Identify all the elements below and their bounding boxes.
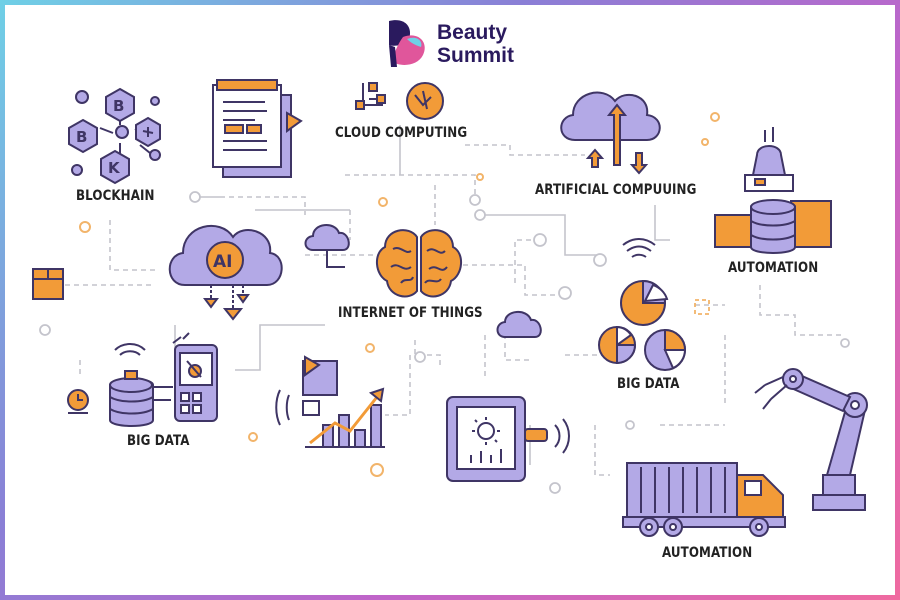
canvas: Beauty Summit .ln{stroke:#c4c4cc;stroke-… bbox=[5, 5, 895, 595]
tablet-device-icon bbox=[446, 396, 570, 482]
label-automation-bottom: AUTOMATION bbox=[662, 545, 753, 561]
warehouse-automation-icon bbox=[714, 127, 832, 254]
alarm-clock-icon bbox=[67, 389, 89, 414]
label-blockchain: BLOCKHAIN bbox=[76, 188, 155, 204]
brand-name: Beauty Summit bbox=[437, 21, 514, 67]
brand-line-1: Beauty bbox=[437, 21, 508, 44]
label-big-data-left: BIG DATA bbox=[127, 433, 190, 449]
ai-cloud-icon: AI bbox=[168, 224, 283, 321]
wifi-signal-icon bbox=[622, 238, 656, 258]
cloud-computing-icon bbox=[355, 82, 444, 120]
package-box-icon bbox=[32, 268, 64, 300]
block-k-text: K bbox=[108, 159, 121, 177]
database-server-icon bbox=[109, 332, 218, 427]
pie-charts-icon bbox=[598, 279, 687, 371]
label-artificial-computing: ARTIFICIAL COMPUUING bbox=[535, 182, 697, 198]
block-b2-text: B bbox=[76, 128, 87, 146]
label-internet-of-things: INTERNET OF THINGS bbox=[338, 305, 483, 321]
decor-rings bbox=[39, 112, 850, 494]
label-automation-top: AUTOMATION bbox=[728, 260, 819, 276]
brand-logo: Beauty Summit bbox=[383, 15, 533, 77]
small-cloud-icon bbox=[304, 224, 350, 268]
small-cloud-right-icon bbox=[496, 311, 542, 338]
document-stack-icon bbox=[212, 79, 303, 178]
brand-mark-icon bbox=[389, 20, 425, 67]
cloud-arrows-icon bbox=[560, 91, 661, 175]
illustration: .ln{stroke:#c4c4cc;stroke-width:1.6;fill… bbox=[32, 79, 868, 537]
ai-badge-text: AI bbox=[213, 252, 232, 272]
brand-line-2: Summit bbox=[437, 44, 515, 67]
label-big-data-right: BIG DATA bbox=[617, 376, 680, 392]
growth-chart-icon bbox=[275, 355, 385, 448]
robot-arm-icon bbox=[754, 368, 868, 511]
brain-icon bbox=[376, 229, 462, 298]
connector-lines bbox=[65, 125, 845, 476]
cargo-truck-icon bbox=[622, 462, 786, 537]
label-cloud-computing: CLOUD COMPUTING bbox=[335, 125, 468, 141]
block-b1-text: B bbox=[113, 97, 124, 115]
blockchain-icon: B B K bbox=[68, 87, 161, 185]
